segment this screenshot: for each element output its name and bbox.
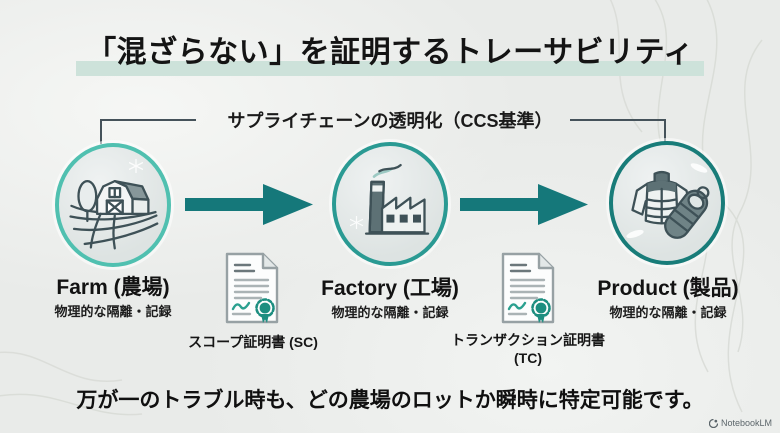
factory-sublabel: 物理的な隔離・記録 <box>331 305 449 320</box>
feather-decoration <box>690 163 708 173</box>
bracket-line-right-vertical <box>664 119 666 143</box>
flow-arrow-factory-to-product <box>460 184 588 225</box>
watermark-text: NotebookLM <box>720 418 772 428</box>
scope-certificate-label-line1: スコープ証明書 (SC) <box>188 334 318 350</box>
farm-node-circle <box>55 143 171 267</box>
transaction-certificate-label-line1: トランザクション証明書 <box>451 332 605 348</box>
barn-icon <box>69 179 159 250</box>
snowflake-icon <box>350 216 363 229</box>
product-node-circle <box>609 141 725 265</box>
farm-sublabel: 物理的な隔離・記録 <box>54 304 172 319</box>
farm-label: Farm (農場) <box>56 276 170 299</box>
snowflake-icon <box>129 159 143 173</box>
slide-title-text: 「混ざらない」を証明するトレーサビリティ <box>76 36 704 76</box>
factory-node-circle <box>332 142 448 266</box>
bracket-line-right-horizontal <box>570 119 666 121</box>
slide-title: 「混ざらない」を証明するトレーサビリティ <box>0 27 780 76</box>
notebooklm-logo-icon <box>708 418 718 428</box>
bracket-line-left-vertical <box>100 119 102 144</box>
feather-decoration <box>626 229 644 239</box>
transaction-certificate-label-line2: (TC) <box>514 350 542 366</box>
watermark: NotebookLM <box>708 418 772 428</box>
product-sublabel: 物理的な隔離・記録 <box>609 305 727 320</box>
certificate-icon <box>501 252 555 324</box>
supply-chain-subtitle: サプライチェーンの透明化（CCS基準） <box>227 111 553 131</box>
transaction-certificate-label: トランザクション証明書 (TC) <box>423 331 633 367</box>
flow-arrow-farm-to-factory <box>185 184 313 225</box>
bracket-line-left-horizontal <box>100 119 196 121</box>
factory-icon <box>364 163 430 235</box>
product-label: Product (製品) <box>597 277 739 300</box>
bottom-message: 万が一のトラブル時も、どの農場のロットか瞬時に特定可能です。 <box>76 389 704 412</box>
factory-label: Factory (工場) <box>321 277 459 300</box>
scope-certificate-label: スコープ証明書 (SC) <box>158 333 348 351</box>
certificate-icon <box>225 252 279 324</box>
apparel-icon <box>631 170 710 239</box>
